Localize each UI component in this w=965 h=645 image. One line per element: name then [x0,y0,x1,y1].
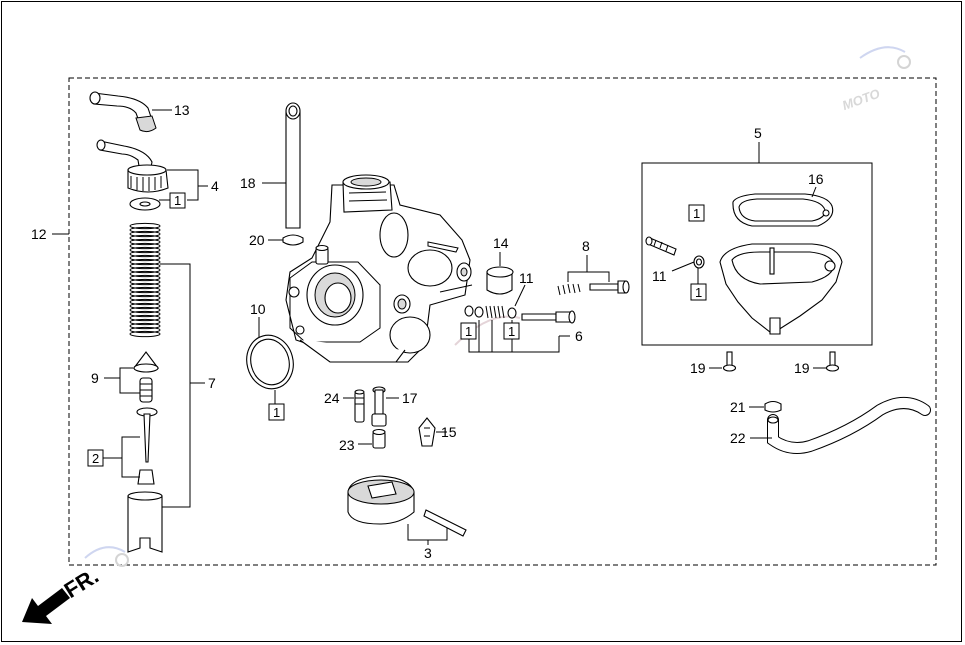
watermark-logo-bottom [84,546,129,567]
callout-15: 15 [441,424,457,440]
spring-coil [129,234,161,242]
callout-19-left: 19 [690,360,706,376]
carburetor-body [285,174,473,363]
spring-coil [129,274,161,282]
callout-23: 23 [339,437,355,453]
boxed-1-pilot-a: 1 [465,324,472,339]
boxed-1-gasket: 1 [693,206,700,221]
callout-8: 8 [582,238,590,254]
o-ring-11-right [693,255,705,269]
spring-coil [129,262,161,270]
bowl-screw-19-left [722,351,737,372]
bowl-screw-19-right [825,351,840,372]
callout-17: 17 [402,390,418,406]
spring-coil [129,286,161,294]
spring-coil [129,254,161,262]
float-3 [347,475,467,537]
spring-coil [129,306,161,314]
callout-16: 16 [808,171,824,187]
spring-coil [129,310,161,318]
boxed-1-cap: 1 [174,193,181,208]
drain-screw [645,236,677,256]
callout-21: 21 [730,399,746,415]
callout-11-center: 11 [519,270,534,286]
spring-coil [129,318,161,326]
callout-6: 6 [575,328,583,344]
float-valve-15 [418,417,436,447]
jet-23 [372,428,386,449]
spring-coil [129,302,161,310]
idle-screw-8 [557,280,630,296]
bowl-gasket-16 [732,193,834,227]
spring-coil [129,258,161,266]
spring-coil [129,242,161,250]
watermark-logo-top: MOTO [840,46,911,113]
boxed-callouts: 1 2 1 1 1 1 1 [87,192,707,467]
boxed-1-pilot-b: 1 [508,324,515,339]
callout-18: 18 [240,175,256,191]
spring-coil [129,278,161,286]
callout-19-right: 19 [794,360,810,376]
carb-cap-4 [96,139,169,193]
callout-22: 22 [730,430,746,446]
leader-lines [52,109,826,545]
callout-24: 24 [324,390,340,406]
spring-coil [129,282,161,290]
callout-11-right: 11 [652,268,667,284]
callout-5: 5 [754,125,762,141]
drain-hose-22 [767,397,931,454]
vent-tube-18 [285,102,301,229]
boxed-1-oring-right: 1 [695,285,702,300]
svg-text:MOTO: MOTO [840,86,882,113]
needle-jet-17 [371,386,387,427]
spring-coil [129,326,161,334]
hose-clip-20 [282,234,304,246]
washer [129,197,161,211]
spring-coil [129,230,161,238]
callout-12: 12 [31,226,47,242]
elbow-fitting-13 [89,91,157,133]
callout-14: 14 [493,235,509,251]
front-direction-arrow: FR. [22,563,103,624]
spring-coil [129,314,161,322]
assembly-boundary [68,77,937,566]
spring-coil [129,294,161,302]
callout-9: 9 [91,370,99,386]
spring-coil [129,330,161,338]
spring-coil [129,266,161,274]
float-bowl [719,243,843,335]
float-bowl-kit-box-5 [641,162,873,346]
callout-20: 20 [249,232,265,248]
pilot-screw-assembly-6 [464,305,576,324]
spring-coil [129,246,161,254]
boxed-2-needle: 2 [92,451,99,466]
spring-coil [129,226,161,234]
hose-clip-21 [764,400,782,413]
plug-cap-14 [486,266,514,295]
needle-retainer-9 [132,351,160,403]
spring-coil [129,298,161,306]
spring-coil [129,238,161,246]
callout-4: 4 [211,178,219,194]
spring-coil [129,250,161,258]
spring-coil [129,222,161,230]
callout-13: 13 [174,102,190,118]
callout-labels: 12 13 4 7 9 18 20 10 14 11 8 6 5 16 11 1… [31,102,824,561]
spring-coil [129,290,161,298]
callout-7: 7 [208,375,216,391]
boxed-1-oring: 1 [273,405,280,420]
spring-coil [129,270,161,278]
spring-coil [129,322,161,330]
throttle-slide-7 [127,491,163,553]
callout-10: 10 [250,301,266,317]
throttle-spring [129,222,161,338]
callout-3: 3 [424,545,432,561]
intake-o-ring-10 [246,334,294,390]
jet-needle [136,407,158,485]
main-jet-24 [354,389,365,423]
